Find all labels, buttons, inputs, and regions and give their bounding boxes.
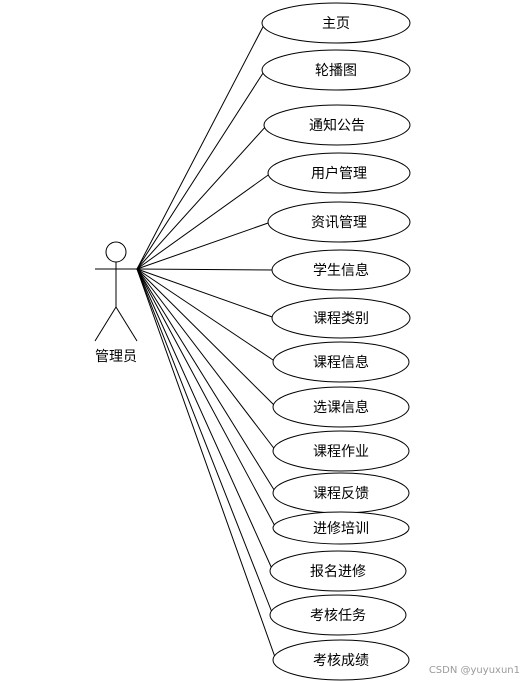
use-case: 课程类别	[271, 297, 411, 339]
use-case: 通知公告	[263, 104, 411, 146]
association-line	[136, 221, 272, 270]
use-case-ellipse	[272, 430, 410, 472]
association-line	[136, 268, 277, 452]
association-line	[136, 268, 277, 529]
association-line	[136, 268, 277, 661]
use-case-ellipse	[272, 386, 410, 428]
association-line	[136, 124, 268, 270]
use-case-ellipse	[267, 201, 411, 243]
use-case-label: 轮播图	[315, 63, 357, 79]
actor: 管理员	[94, 241, 138, 365]
association-line	[136, 172, 272, 270]
use-case-label: 主页	[322, 16, 350, 32]
association-lines	[136, 22, 277, 661]
use-case-label: 用户管理	[311, 165, 367, 182]
use-case-ellipse	[272, 511, 410, 545]
use-case: 轮播图	[261, 49, 411, 91]
watermark: CSDN @yuyuxun1	[429, 665, 520, 676]
use-case-ellipse	[261, 2, 411, 44]
use-case: 课程作业	[272, 430, 410, 472]
use-case: 课程信息	[272, 341, 410, 383]
use-case: 考核成绩	[272, 639, 410, 681]
association-line	[136, 69, 266, 270]
actor-label: 管理员	[95, 349, 137, 365]
association-line	[136, 268, 277, 494]
use-case-label: 通知公告	[309, 117, 365, 134]
association-line	[136, 268, 276, 271]
use-case-ellipse	[269, 550, 407, 592]
use-case-label: 学生信息	[313, 262, 369, 279]
use-case-label: 选课信息	[313, 399, 369, 416]
use-case-label: 课程信息	[313, 354, 369, 371]
use-case-label: 进修培训	[313, 521, 369, 537]
use-case-label: 考核成绩	[313, 653, 369, 669]
use-case-label: 资讯管理	[311, 215, 367, 231]
use-case: 进修培训	[272, 511, 410, 545]
use-case: 用户管理	[267, 152, 411, 194]
use-case-label: 考核任务	[310, 608, 366, 624]
use-case-list: 主页轮播图通知公告用户管理资讯管理学生信息课程类别课程信息选课信息课程作业课程反…	[261, 2, 411, 681]
use-case: 主页	[261, 2, 411, 44]
use-case-ellipse	[271, 249, 411, 291]
use-case-ellipse	[272, 341, 410, 383]
association-line	[136, 22, 266, 270]
association-line	[136, 268, 276, 319]
use-case-label: 课程作业	[313, 444, 369, 460]
use-case-ellipse	[269, 594, 407, 636]
use-case-label: 报名进修	[310, 564, 366, 580]
association-line	[136, 268, 274, 572]
use-case-ellipse	[271, 297, 411, 339]
use-case: 学生信息	[271, 249, 411, 291]
use-case-ellipse	[263, 104, 411, 146]
association-line	[136, 268, 274, 616]
use-case-ellipse	[261, 49, 411, 91]
use-case: 报名进修	[269, 550, 407, 592]
use-case-label: 课程类别	[313, 311, 369, 327]
association-line	[136, 268, 277, 408]
use-case: 课程反馈	[272, 472, 410, 514]
association-line	[136, 268, 277, 363]
use-case: 资讯管理	[267, 201, 411, 243]
use-case-ellipse	[267, 152, 411, 194]
use-case: 选课信息	[272, 386, 410, 428]
use-case-label: 课程反馈	[313, 486, 369, 502]
use-case: 考核任务	[269, 594, 407, 636]
use-case-ellipse	[272, 639, 410, 681]
stick-figure-icon	[94, 241, 138, 342]
